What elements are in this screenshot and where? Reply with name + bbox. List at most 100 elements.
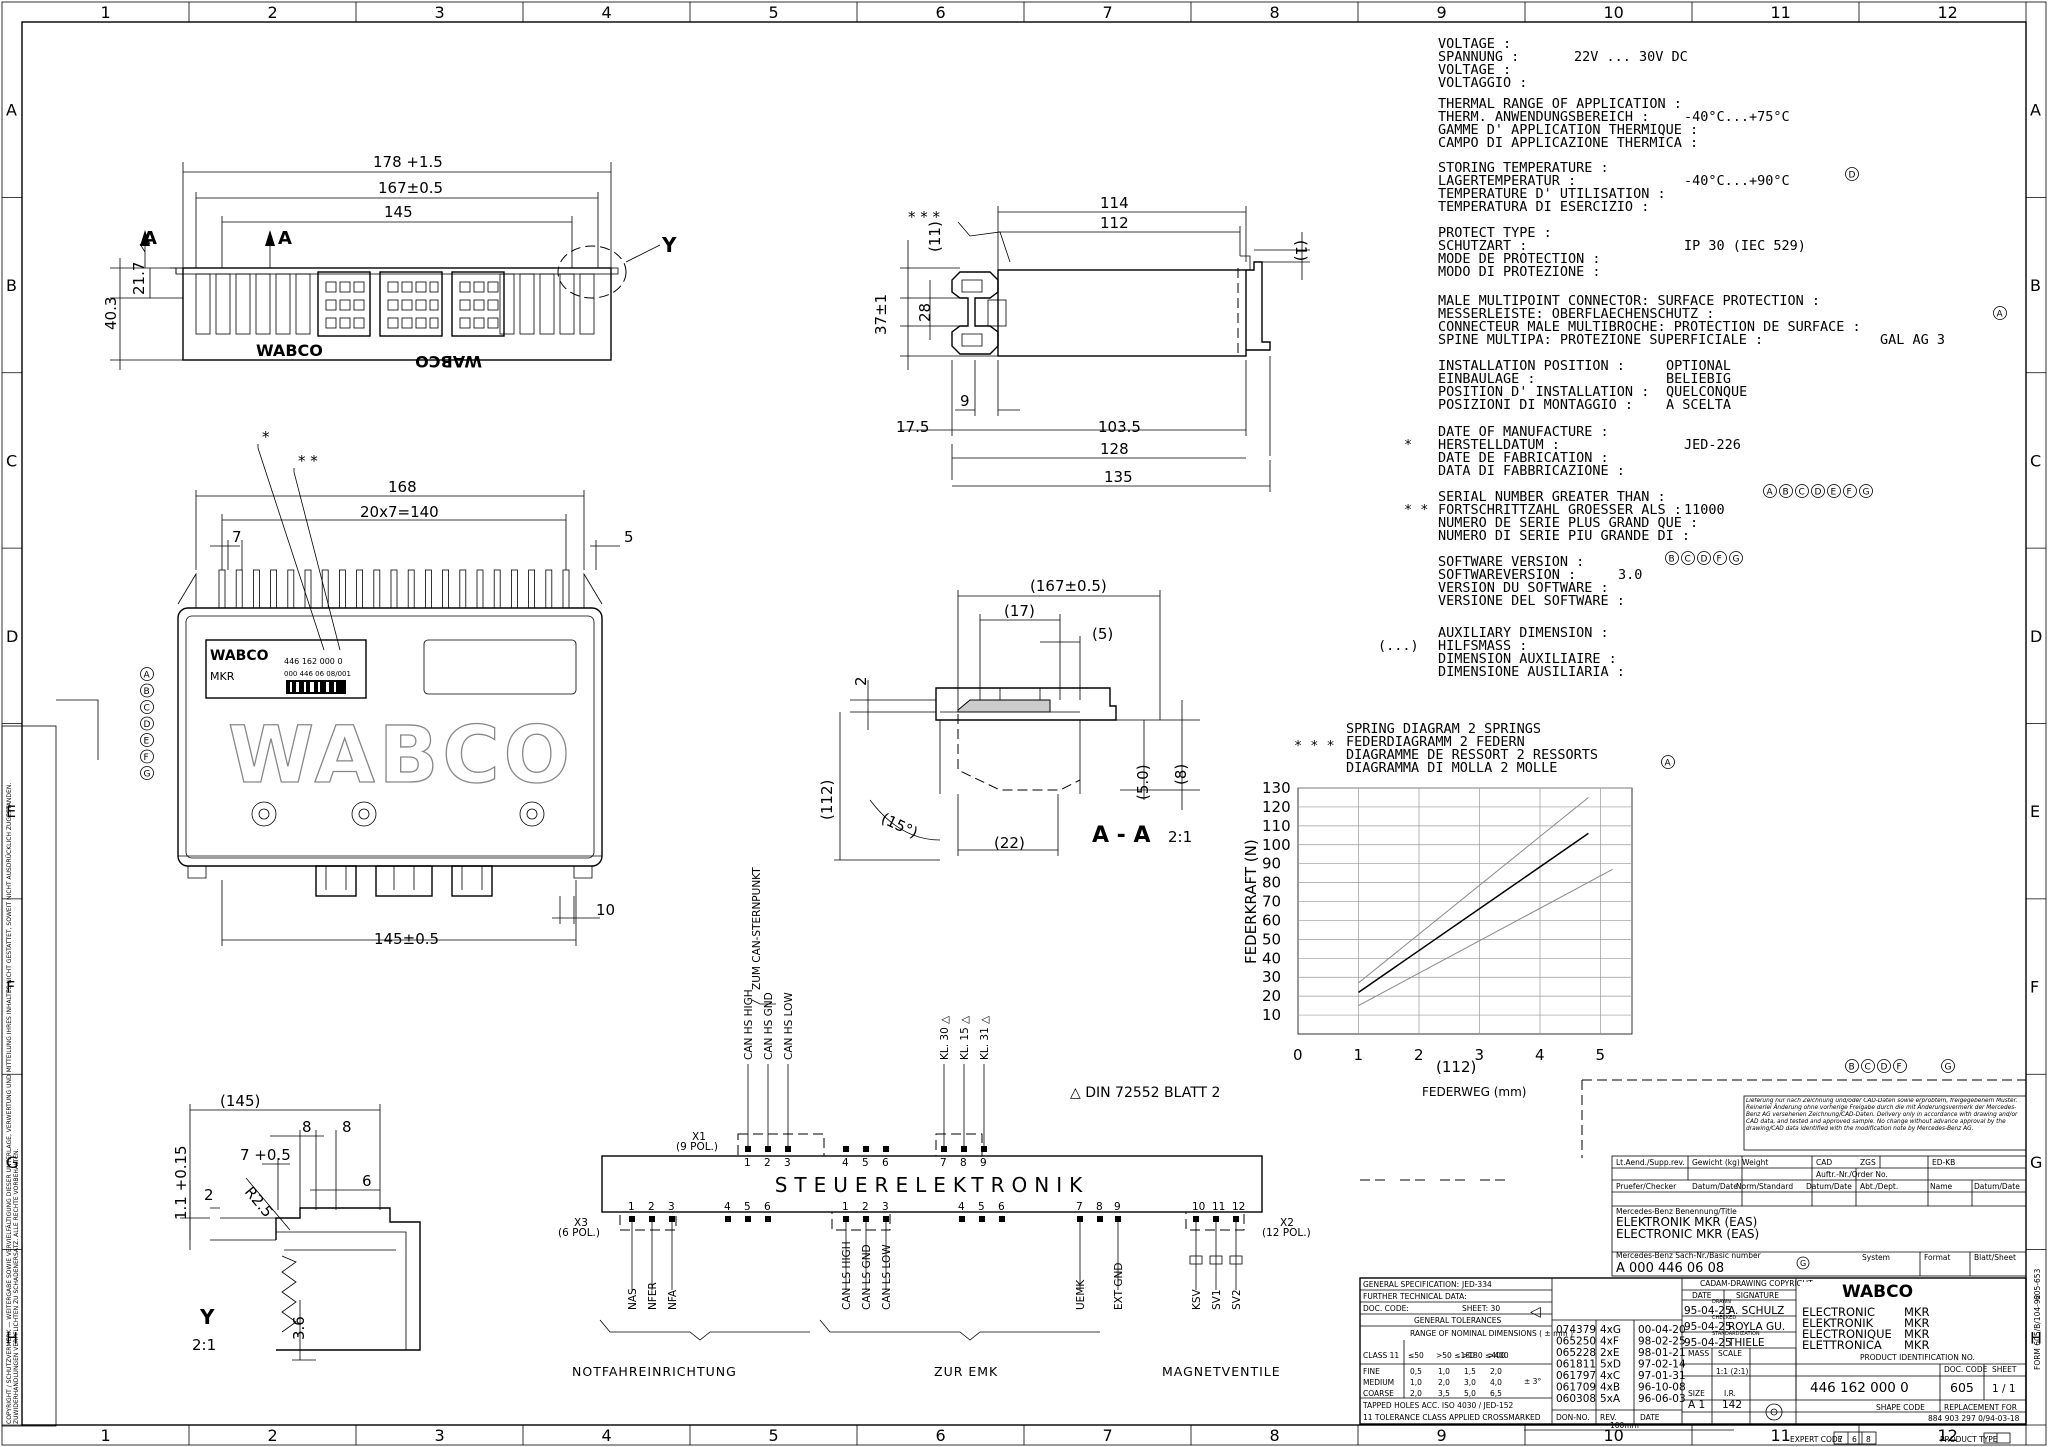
change-rev: 4xB: [1600, 1382, 1620, 1394]
x3-label: X3: [574, 1217, 588, 1229]
group-emk: ZUR EMK: [934, 1364, 998, 1379]
pin: [961, 1146, 967, 1152]
tol-head: >400: [1488, 1351, 1509, 1360]
pin: [629, 1216, 635, 1222]
rev-letter: G: [1945, 1063, 1952, 1073]
spec-value: IP 30 (IEC 529): [1684, 238, 1806, 254]
aa-dim-17: (17): [1004, 602, 1035, 620]
fin: [338, 569, 346, 609]
pin-number: 11: [1212, 1201, 1225, 1213]
drawn-date: 95-04-25: [1684, 1337, 1732, 1349]
pin-number: 8: [1096, 1201, 1103, 1213]
tb-size: A 1: [1688, 1399, 1705, 1411]
pin: [981, 1146, 987, 1152]
frame-col-bottom: 10: [1604, 1426, 1624, 1445]
frame-row-right: H: [2030, 1328, 2042, 1347]
signal-label: SV2: [1231, 1289, 1243, 1310]
pin: [745, 1216, 751, 1222]
tol-cell: 3,5: [1438, 1389, 1450, 1398]
rev-letter: A: [1997, 310, 2004, 320]
pin-number: 6: [882, 1157, 889, 1169]
y-dim-8a: 8: [302, 1118, 312, 1136]
fin: [356, 569, 364, 609]
tol-row-label: MEDIUM: [1363, 1378, 1394, 1387]
chart-series-line: [1358, 868, 1613, 1007]
spec-label: VOLTAGGIO :: [1438, 75, 1527, 91]
spec-label: THERMAL RANGE OF APPLICATION :: [1438, 96, 1682, 112]
tol-cell: 1,5: [1464, 1367, 1476, 1376]
spec-value: A SCELTA: [1666, 397, 1731, 413]
tol-cell: 2,0: [1490, 1367, 1502, 1376]
rev-letter: C: [144, 704, 150, 714]
signal-label: NFER: [647, 1282, 659, 1310]
frame-col-bottom: 3: [435, 1426, 445, 1445]
tb-h1-3: ZGS: [1860, 1158, 1876, 1167]
top-dim-178: 178 +1.5: [373, 153, 443, 171]
spring-star: * * *: [1294, 738, 1335, 754]
front-dim-168: 168: [388, 478, 417, 496]
pin-number: 5: [862, 1157, 869, 1169]
tb-title-en: ELECTRONIC MKR (EAS): [1616, 1227, 1759, 1241]
frame-col-bottom: 11: [1771, 1426, 1791, 1445]
pin-number: 1: [842, 1201, 849, 1213]
side-dim-37: 37±1: [872, 294, 890, 335]
spec-label: MODO DI PROTEZIONE :: [1438, 264, 1601, 280]
signal-label: NFA: [667, 1289, 679, 1310]
pin-number: 9: [1114, 1201, 1121, 1213]
tb-drawn-h0: DATE: [1692, 1291, 1712, 1300]
rev-letter: F: [1897, 1063, 1902, 1073]
frame-col-bottom: 7: [1103, 1426, 1113, 1445]
rev-circle: [1665, 551, 1679, 565]
spec-label: HERSTELLDATUM :: [1438, 437, 1560, 453]
rev-circle: [1697, 551, 1711, 565]
tb-scale: 1:1 (2:1): [1716, 1367, 1748, 1376]
drawn-date: 95-04-25: [1684, 1321, 1732, 1333]
kl-label: KL. 31 △: [979, 1015, 991, 1060]
tb-side-ref2: FORM 605/B/104-92: [2033, 1294, 2042, 1370]
chart-ylabel: FEDERKRAFT (N): [1242, 839, 1260, 964]
spec-label: VERSION DU SOFTWARE :: [1438, 580, 1609, 596]
tb-basic-number: A 000 446 06 08: [1616, 1261, 1724, 1276]
rev-letter: C: [1685, 555, 1691, 565]
product-name-right: MKR: [1904, 1316, 1929, 1330]
pin-number: 4: [958, 1201, 965, 1213]
product-name: ELECTRONIQUE: [1802, 1327, 1892, 1341]
spec-label: NUMERO DE SERIE PLUS GRAND QUE :: [1438, 515, 1698, 531]
signal-label: UEMK: [1075, 1279, 1087, 1310]
spec-value: -40°C...+75°C: [1684, 109, 1790, 125]
tol-head: >180 ≤400: [1462, 1351, 1506, 1360]
frame-row-right: C: [2030, 451, 2041, 470]
frame-row-right: G: [2030, 1153, 2042, 1172]
tb-h1-0: Lt.Aend./Supp.rev.: [1616, 1158, 1685, 1167]
change-date: 97-01-31: [1638, 1370, 1686, 1382]
rev-letter: C: [1865, 1063, 1871, 1073]
spec-label: HILFSMASS :: [1438, 638, 1527, 654]
front-dim-7: 7: [232, 528, 242, 546]
tb-ir-label: I.R.: [1724, 1389, 1736, 1398]
frame-row-left: B: [6, 276, 17, 295]
product-name: ELETTRONICA: [1802, 1338, 1882, 1352]
rev-circle: [1941, 1059, 1955, 1073]
fin: [321, 569, 329, 609]
frame-row-left: D: [6, 627, 18, 646]
side-dim-128: 128: [1100, 440, 1129, 458]
frame-row-right: F: [2030, 978, 2039, 997]
detail-y: (145) 8 8 7 +0.5 6 R2.5 1.1 +0.15 2 3.6 …: [172, 1092, 421, 1361]
pin-number: 9: [980, 1157, 987, 1169]
tb-tol-angle: ± 3°: [1524, 1377, 1541, 1386]
schematic: STEUERELEKTRONIK X1 (9 POL.) X3 (6 POL.)…: [558, 867, 1311, 1379]
tb-sheet-label: SHEET: [1992, 1365, 2017, 1374]
frame-col-top: 11: [1771, 3, 1791, 22]
rev-letter: D: [1881, 1063, 1888, 1073]
spec-label: DIMENSION AUXILIAIRE :: [1438, 651, 1617, 667]
frame-row-left: E: [6, 802, 16, 821]
tb-h3-5: Name: [1930, 1182, 1953, 1191]
tb-size-label: SIZE: [1688, 1389, 1705, 1398]
pin-number: 3: [668, 1201, 675, 1213]
change-rev: 5xA: [1600, 1393, 1621, 1405]
spring-label: SPRING DIAGRAM 2 SPRINGS: [1346, 721, 1541, 737]
fin: [235, 569, 243, 609]
